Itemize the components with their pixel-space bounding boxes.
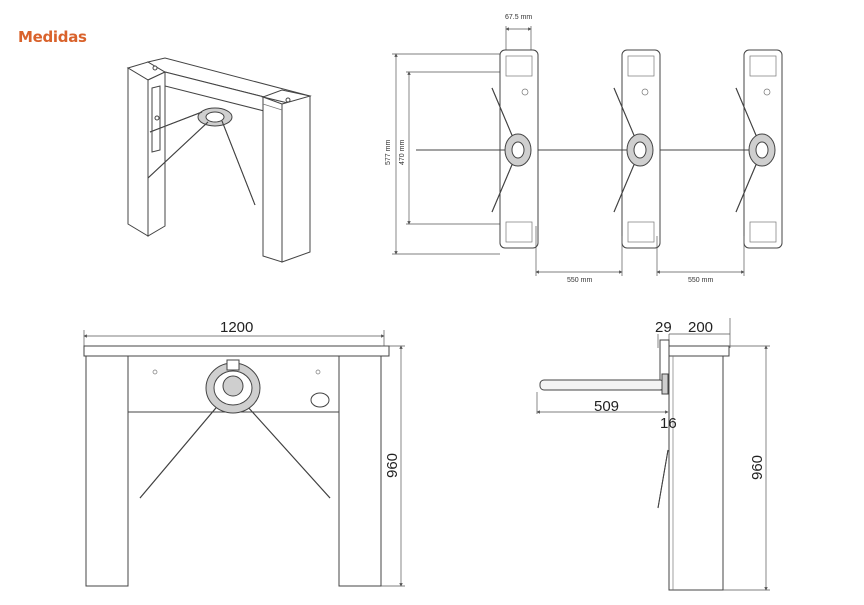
dim-470: 470 mm (399, 140, 406, 165)
dim-200: 200 (688, 319, 713, 336)
dim-67-5: 67.5 mm (505, 14, 532, 21)
dim-577: 577 mm (385, 140, 392, 165)
dim-960-side: 960 (749, 455, 766, 480)
turnstile-isometric-icon (126, 57, 312, 263)
dim-29: 29 (655, 319, 672, 336)
page-title: Medidas (18, 28, 87, 46)
dim-16: 16 (660, 415, 677, 432)
turnstile-side-view-icon: 29 200 509 16 960 (536, 318, 770, 591)
dim-550-right: 550 mm (688, 277, 713, 284)
turnstile-front-view-icon: 1200 960 (83, 319, 405, 587)
dim-509: 509 (594, 398, 619, 415)
turnstile-top-view-icon: 67.5 mm 577 mm 470 mm (385, 14, 783, 284)
dim-960-front: 960 (384, 453, 401, 478)
dim-550-left: 550 mm (567, 277, 592, 284)
dim-1200: 1200 (220, 319, 253, 336)
